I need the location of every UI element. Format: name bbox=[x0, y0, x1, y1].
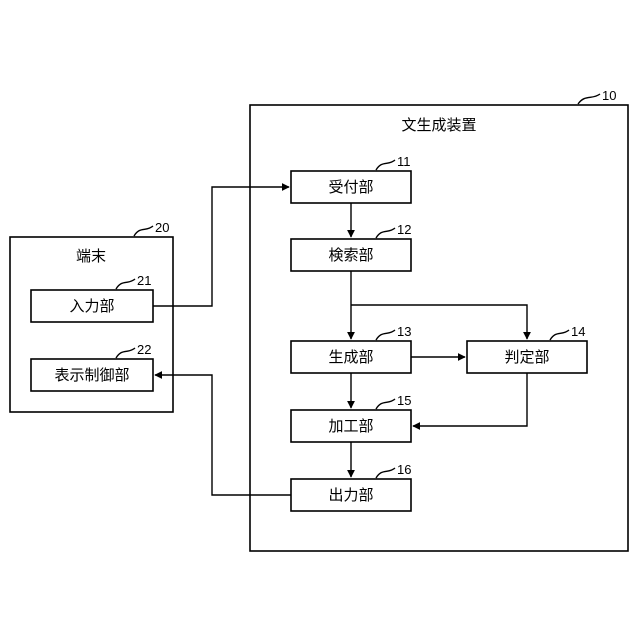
device-ref-leader bbox=[578, 94, 600, 104]
block-judgment-ref: 14 bbox=[571, 324, 585, 339]
block-generation-ref: 13 bbox=[397, 324, 411, 339]
block-generation-label: 生成部 bbox=[328, 348, 373, 366]
device-ref: 10 bbox=[602, 88, 616, 103]
block-input-ref: 21 bbox=[137, 273, 151, 288]
block-generation-leader bbox=[376, 330, 395, 340]
arrow-judgment-to-processing bbox=[413, 373, 527, 426]
block-processing-label: 加工部 bbox=[328, 417, 373, 435]
block-search-leader bbox=[376, 228, 395, 238]
terminal-ref: 20 bbox=[155, 220, 169, 235]
device-title: 文生成装置 bbox=[401, 116, 476, 134]
terminal-title: 端末 bbox=[76, 247, 106, 265]
block-judgment-leader bbox=[550, 330, 569, 340]
block-input: 入力部 21 bbox=[31, 273, 153, 322]
block-search-label: 検索部 bbox=[328, 246, 373, 264]
block-display-control-label: 表示制御部 bbox=[54, 366, 129, 384]
block-processing-ref: 15 bbox=[397, 393, 411, 408]
block-display-control-leader bbox=[116, 348, 135, 358]
block-input-leader bbox=[116, 279, 135, 289]
block-display-control: 表示制御部 22 bbox=[31, 342, 153, 391]
block-reception-leader bbox=[376, 160, 395, 170]
block-judgment-label: 判定部 bbox=[504, 348, 549, 366]
block-reception-ref: 11 bbox=[397, 154, 411, 169]
terminal-ref-leader bbox=[134, 226, 153, 236]
arrow-output-to-display-control bbox=[155, 375, 291, 495]
block-reception-label: 受付部 bbox=[328, 178, 373, 196]
arrow-search-to-judgment bbox=[351, 305, 527, 339]
block-processing-leader bbox=[376, 399, 395, 409]
block-input-label: 入力部 bbox=[69, 297, 114, 315]
block-display-control-ref: 22 bbox=[137, 342, 151, 357]
block-output-label: 出力部 bbox=[328, 486, 373, 504]
block-output-ref: 16 bbox=[397, 462, 411, 477]
block-search-ref: 12 bbox=[397, 222, 411, 237]
block-output-leader bbox=[376, 468, 395, 478]
block-reception: 受付部 11 bbox=[291, 154, 411, 203]
